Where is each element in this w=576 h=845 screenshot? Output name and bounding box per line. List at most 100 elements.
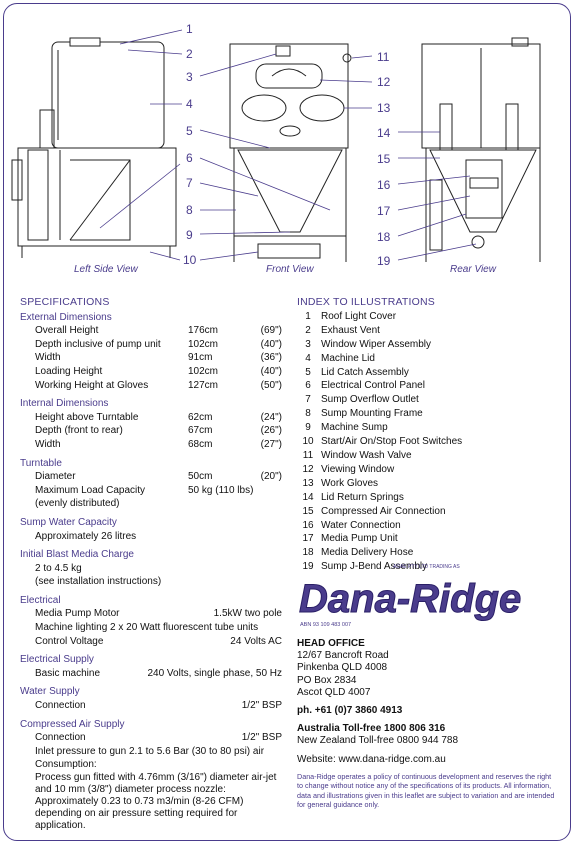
callout-5: 5	[186, 124, 193, 138]
index-number: 1	[305, 310, 311, 322]
callout-7: 7	[186, 176, 193, 190]
index-label: Sump J-Bend Assembly	[321, 561, 428, 573]
index-number: 5	[305, 366, 311, 378]
index-label: Viewing Window	[321, 463, 395, 475]
index-number: 19	[302, 561, 314, 573]
index-number: 6	[305, 380, 311, 392]
index-number: 15	[302, 505, 314, 517]
left-side-view-drawing	[11, 37, 177, 258]
index-label: Machine Sump	[321, 422, 388, 434]
callout-13: 13	[377, 101, 391, 115]
callout-15: 15	[377, 152, 391, 166]
ext-dim-heading: External Dimensions	[20, 311, 112, 323]
air-supply-heading: Compressed Air Supply	[20, 718, 125, 730]
abn: ABN 93 109 483 007	[300, 622, 352, 628]
website-link[interactable]: Website: www.dana-ridge.com.au	[297, 753, 446, 765]
index-label: Compressed Air Connection	[321, 505, 446, 517]
callout-4: 4	[186, 97, 193, 111]
index-label: Window Wiper Assembly	[321, 338, 432, 350]
air-consumption-label: Consumption:	[35, 759, 97, 771]
spec-row: Depth (front to rear)67cm(26")	[35, 425, 282, 437]
callout-8: 8	[186, 203, 193, 217]
nz-toll-free: New Zealand Toll-free 0800 944 788	[297, 735, 459, 747]
index-item: 15 Compressed Air Connection	[297, 505, 557, 519]
phone: ph. +61 (0)7 3860 4913	[297, 705, 403, 717]
callout-19: 19	[377, 254, 391, 268]
index-item: 8 Sump Mounting Frame	[297, 407, 557, 421]
machine-illustrations	[11, 29, 541, 262]
trading-as: ADAE PTY LTD TRADING AS	[393, 564, 460, 570]
callout-10: 10	[183, 253, 197, 267]
index-number: 8	[305, 408, 311, 420]
callout-1: 1	[186, 22, 193, 36]
caption-left-side-view: Left Side View	[74, 264, 138, 275]
callout-6: 6	[186, 151, 193, 165]
index-label: Exhaust Vent	[321, 324, 380, 336]
address-line: Ascot QLD 4007	[297, 686, 371, 698]
specifications: SPECIFICATIONS External Dimensions Overa…	[20, 296, 282, 832]
index-item: 3 Window Wiper Assembly	[297, 338, 557, 352]
index-label: Start/Air On/Stop Foot Switches	[321, 436, 463, 448]
index-number: 3	[305, 338, 311, 350]
index-label: Machine Lid	[321, 352, 375, 364]
index-label: Electrical Control Panel	[321, 380, 425, 392]
australia-toll-free: Australia Toll-free 1800 806 316	[297, 723, 446, 735]
callout-18: 18	[377, 230, 391, 244]
media-value: 2 to 4.5 kg	[35, 562, 82, 574]
index-label: Media Delivery Hose	[321, 547, 414, 559]
turntable-heading: Turntable	[20, 457, 62, 469]
index-item: 2 Exhaust Vent	[297, 324, 557, 338]
page-border	[3, 3, 571, 841]
svg-text:Dana-Ridge: Dana-Ridge	[299, 577, 521, 621]
index-number: 17	[302, 533, 314, 545]
dana-ridge-logo: Dana-Ridge	[299, 577, 522, 622]
head-office-title: HEAD OFFICE	[297, 638, 365, 649]
index-label: Sump Overflow Outlet	[321, 394, 419, 406]
index-item: 13 Work Gloves	[297, 477, 557, 491]
index-item: 12 Viewing Window	[297, 463, 557, 477]
media-heading: Initial Blast Media Charge	[20, 549, 134, 561]
index-number: 7	[305, 394, 311, 406]
index-item: 9 Machine Sump	[297, 421, 557, 435]
index-label: Media Pump Unit	[321, 533, 398, 545]
callout-17: 17	[377, 204, 391, 218]
index-number: 13	[302, 477, 314, 489]
electrical-heading: Electrical	[20, 594, 61, 606]
index-label: Lid Catch Assembly	[321, 366, 409, 378]
index-number: 11	[302, 449, 314, 461]
index-number: 9	[305, 422, 311, 434]
sump-heading: Sump Water Capacity	[20, 516, 117, 528]
index-label: Lid Return Springs	[321, 491, 404, 503]
sump-value: Approximately 26 litres	[35, 530, 137, 542]
caption-front-view: Front View	[266, 264, 314, 275]
index-number: 2	[305, 324, 311, 336]
index-item: 7 Sump Overflow Outlet	[297, 393, 557, 407]
index-label: Work Gloves	[321, 477, 379, 489]
index-number: 14	[302, 491, 314, 503]
media-note: (see installation instructions)	[35, 576, 162, 588]
caption-rear-view: Rear View	[450, 264, 496, 275]
index-title: INDEX TO ILLUSTRATIONS	[297, 296, 436, 308]
head-office: HEAD OFFICE 12/67 Bancroft Road Pinkenba…	[297, 638, 559, 809]
specifications-title: SPECIFICATIONS	[20, 296, 110, 308]
index-label: Sump Mounting Frame	[321, 408, 423, 420]
index-number: 12	[302, 463, 314, 475]
index-item: 17 Media Pump Unit	[297, 532, 557, 546]
address-line: 12/67 Bancroft Road	[297, 650, 389, 662]
address-line: Pinkenba QLD 4008	[297, 662, 388, 674]
